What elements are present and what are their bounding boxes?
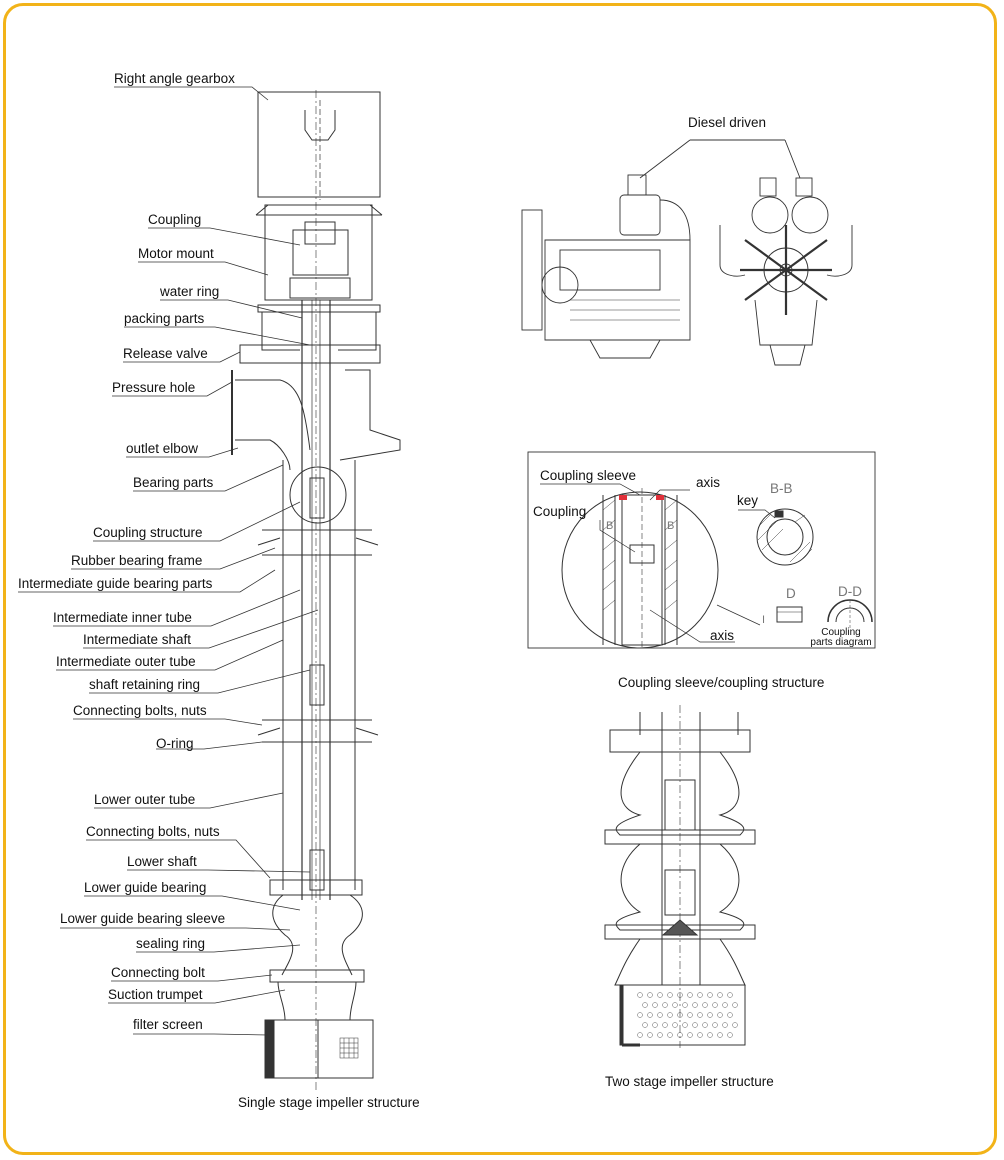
gearbox-body (257, 91, 381, 198)
label-axis-top: axis (696, 475, 721, 490)
label-water-ring: water ring (160, 284, 220, 299)
label-section-b-left: B (606, 520, 614, 532)
label-connecting-bolt: Connecting bolt (111, 965, 205, 980)
label-key: key (737, 493, 759, 508)
two-stage-pump-drawing (604, 705, 756, 1048)
single-stage-pump-drawing (231, 90, 401, 1090)
label-intermediate-outer-tube: Intermediate outer tube (56, 654, 196, 669)
label-coupling-parts-line2: parts diagram (810, 637, 872, 648)
label-sealing-ring: sealing ring (136, 936, 206, 951)
label-detail-coupling: Coupling (533, 504, 587, 519)
label-motor-mount: Motor mount (138, 246, 214, 261)
label-packing-parts: packing parts (124, 311, 205, 326)
diesel-engine-drawings (521, 139, 853, 366)
label-section-dd: D-D (838, 584, 862, 599)
label-section-d: D (786, 586, 796, 601)
label-filter-screen: filter screen (133, 1017, 203, 1032)
label-coupling-structure: Coupling structure (93, 525, 203, 540)
label-coupling-parts-line1: Coupling (821, 627, 861, 638)
label-intermediate-shaft: Intermediate shaft (83, 632, 192, 647)
caption-diesel-driven: Diesel driven (688, 115, 767, 130)
label-connecting-bolts-nuts-lower: Connecting bolts, nuts (86, 824, 220, 839)
label-suction-trumpet: Suction trumpet (108, 987, 203, 1002)
label-right-angle-gearbox: Right angle gearbox (114, 71, 235, 86)
label-lower-shaft: Lower shaft (127, 854, 197, 869)
caption-coupling-structure: Coupling sleeve/coupling structure (618, 675, 825, 690)
left-leader-lines (18, 86, 319, 1036)
label-intermediate-inner-tube: Intermediate inner tube (53, 610, 192, 625)
coupling-detail-box (527, 451, 876, 649)
caption-single-stage: Single stage impeller structure (238, 1095, 420, 1110)
two-stage-filter-mesh (637, 992, 738, 1038)
label-outlet-elbow: outlet elbow (126, 441, 199, 456)
label-o-ring: O-ring (156, 736, 194, 751)
label-axis-bottom: axis (710, 628, 735, 643)
label-pressure-hole: Pressure hole (112, 380, 196, 395)
page-frame (3, 3, 997, 1155)
label-lower-guide-bearing-sleeve: Lower guide bearing sleeve (60, 911, 226, 926)
label-section-i: I (762, 614, 766, 626)
label-coupling-sleeve: Coupling sleeve (540, 468, 637, 483)
label-release-valve: Release valve (123, 346, 208, 361)
label-intermediate-guide-bearing-parts: Intermediate guide bearing parts (18, 576, 213, 591)
label-section-bb: B-B (770, 481, 793, 496)
sleeve-marker-left (619, 495, 627, 500)
sleeve-marker-right (656, 495, 664, 500)
filter-screen-mesh (339, 1037, 359, 1059)
label-coupling: Coupling (148, 212, 202, 227)
label-rubber-bearing-frame: Rubber bearing frame (71, 553, 203, 568)
label-section-b-right: B (667, 520, 675, 532)
label-lower-guide-bearing: Lower guide bearing (84, 880, 207, 895)
label-shaft-retaining-ring: shaft retaining ring (89, 677, 201, 692)
label-connecting-bolts-nuts: Connecting bolts, nuts (73, 703, 207, 718)
label-lower-outer-tube: Lower outer tube (94, 792, 196, 807)
caption-two-stage: Two stage impeller structure (605, 1074, 774, 1089)
label-bearing-parts: Bearing parts (133, 475, 214, 490)
